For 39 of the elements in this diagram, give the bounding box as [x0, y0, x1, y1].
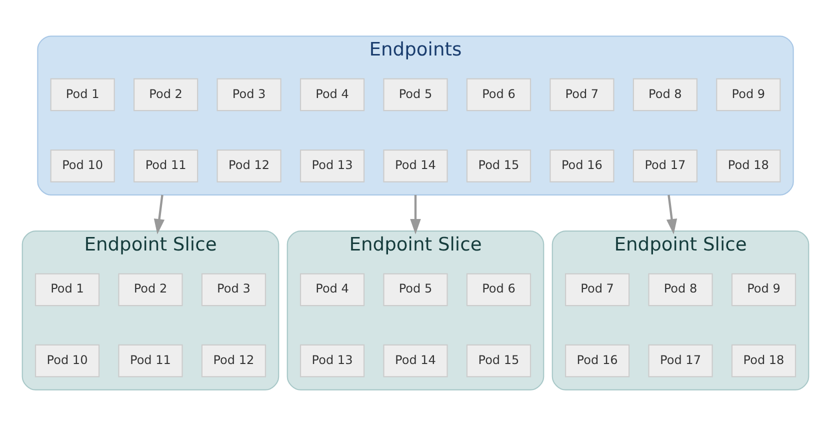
arrow: [410, 194, 420, 234]
node-box: Pod 3: [200, 273, 266, 306]
node-box: Pod 15: [466, 344, 531, 378]
node-box: Pod 8: [648, 273, 712, 306]
node-box: Pod 6: [466, 273, 531, 306]
node-box: Pod 11: [118, 344, 182, 378]
node-box: Pod 3: [216, 78, 281, 112]
node-box: Pod 2: [118, 273, 182, 306]
node-box: Pod 11: [133, 149, 198, 182]
node-box: Pod 1: [50, 78, 114, 112]
node-box: Pod 13: [299, 149, 364, 182]
node-box: Pod 7: [564, 273, 630, 306]
node-box: Pod 18: [730, 344, 796, 378]
node-box: Pod 4: [299, 78, 364, 112]
node-box: Pod 4: [299, 273, 364, 306]
node-box: Pod 15: [466, 149, 531, 182]
node-box: Pod 5: [382, 78, 448, 112]
node-box: Pod 14: [382, 344, 448, 378]
node-box: Pod 12: [216, 149, 281, 182]
node-box: Pod 13: [299, 344, 364, 378]
node-box: Pod 16: [549, 149, 614, 182]
node-box: Pod 10: [50, 149, 114, 182]
node-box: Pod 17: [648, 344, 712, 378]
node-box: Pod 5: [382, 273, 448, 306]
node-box: Pod 8: [632, 78, 697, 112]
node-box: Pod 1: [34, 273, 100, 306]
node-box: Pod 9: [730, 273, 796, 306]
node-box: Pod 7: [549, 78, 614, 112]
arrow: [666, 194, 677, 234]
node-box: Pod 9: [716, 78, 780, 112]
node-box: Pod 6: [466, 78, 531, 112]
node-box: Pod 12: [200, 344, 266, 378]
node-box: Pod 17: [632, 149, 697, 182]
node-box: Pod 2: [133, 78, 198, 112]
node-box: Pod 16: [564, 344, 630, 378]
node-box: Pod 10: [34, 344, 100, 378]
node-box: Pod 18: [716, 149, 780, 182]
node-box: Pod 14: [382, 149, 448, 182]
arrow: [153, 194, 164, 234]
